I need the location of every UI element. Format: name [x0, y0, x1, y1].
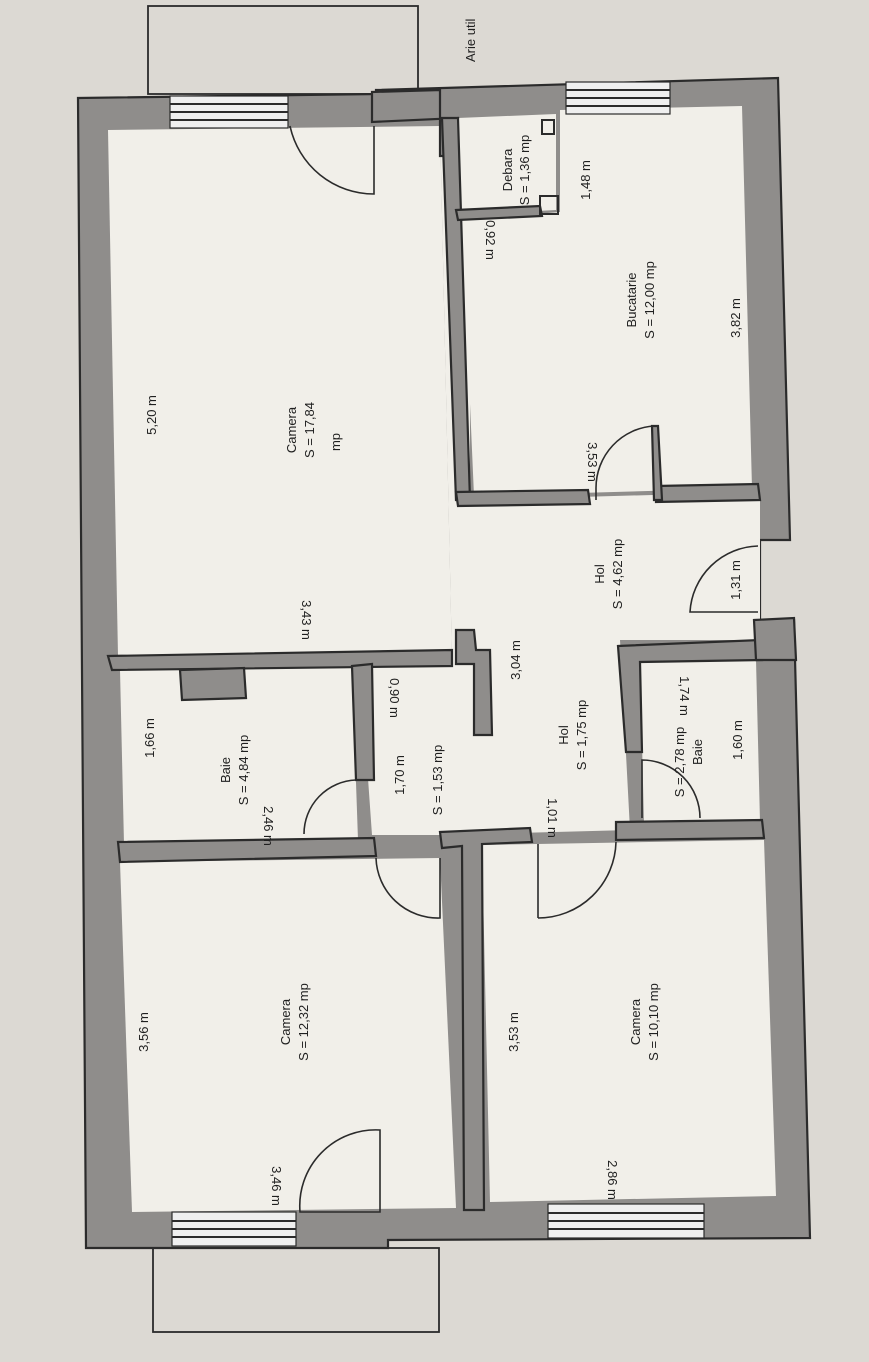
dim-3-82: 3,82 m — [728, 298, 743, 338]
dim-1-48: 1,48 m — [578, 160, 593, 200]
svg-text:Camera: Camera — [628, 998, 643, 1045]
door-entrance — [689, 545, 759, 613]
svg-text:S = 12,32 mp: S = 12,32 mp — [296, 983, 311, 1061]
svg-text:Debara: Debara — [500, 148, 515, 191]
dim-3-04: 3,04 m — [508, 640, 523, 680]
balcony-top — [147, 5, 419, 95]
doors — [289, 125, 759, 1213]
dim-1-66: 1,66 m — [142, 718, 157, 758]
wall-right-gap — [752, 616, 798, 662]
corner-text: Arie util — [463, 19, 478, 62]
wall-debara-bottom — [454, 204, 544, 222]
svg-text:Camera: Camera — [278, 998, 293, 1045]
svg-text:Camera: Camera — [284, 406, 299, 453]
door-balcony-bottom — [298, 1129, 381, 1213]
wall-baie1-right — [350, 662, 376, 782]
svg-text:Bucatarie: Bucatarie — [624, 273, 639, 328]
window-bottom-right — [547, 1203, 705, 1239]
dim-2-86: 2,86 m — [605, 1160, 620, 1200]
debara-fixture-top — [541, 119, 555, 135]
label-bucatarie: Bucatarie S = 12,00 mp — [624, 261, 657, 339]
dim-3-53-top: 3,53 m — [585, 442, 600, 482]
door-camera-2 — [375, 857, 441, 919]
door-camera-3 — [537, 841, 617, 919]
floor-camera-1 — [108, 126, 452, 660]
svg-text:S = 1,75 mp: S = 1,75 mp — [574, 700, 589, 770]
svg-text:S = 10,10 mp: S = 10,10 mp — [646, 983, 661, 1061]
floor-baie-2 — [640, 660, 760, 824]
wall-kitchen-right — [654, 482, 762, 504]
window-top-right — [565, 81, 671, 115]
svg-text:S = 17,84: S = 17,84 — [302, 402, 317, 458]
wall-baie-top-block — [178, 666, 248, 702]
svg-text:S = 12,00 mp: S = 12,00 mp — [642, 261, 657, 339]
dim-1-74: 1,74 m — [677, 676, 692, 716]
floor-debara — [458, 114, 556, 215]
svg-text:Hol: Hol — [556, 725, 571, 745]
svg-text:S = 1,53 mp: S = 1,53 mp — [430, 745, 445, 815]
dimension-labels: 5,20 m 3,43 m 0,92 m 1,48 m 3,82 m 3,53 … — [136, 160, 745, 1206]
dim-5-20: 5,20 m — [144, 395, 159, 435]
window-bottom-left — [171, 1211, 297, 1247]
wall-bottom-mid — [438, 826, 534, 1212]
svg-text:S = 1,36 mp: S = 1,36 mp — [517, 135, 532, 205]
floor-camera-2 — [120, 858, 456, 1212]
door-baie-2 — [641, 759, 701, 819]
debara-fixture-bottom — [539, 195, 559, 215]
svg-text:S = 4,62 mp: S = 4,62 mp — [610, 539, 625, 609]
windows — [169, 81, 705, 1247]
door-baie-1 — [303, 779, 357, 835]
label-camera-1: Camera S = 17,84 mp — [284, 402, 343, 458]
label-baie-1: Baie S = 4,84 mp — [218, 735, 251, 805]
svg-text:Baie: Baie — [690, 739, 705, 765]
label-hol-1: Hol S = 4,62 mp — [592, 539, 625, 609]
label-hol-3: S = 1,53 mp — [430, 745, 445, 815]
dim-3-53-bottom: 3,53 m — [506, 1012, 521, 1052]
wall-hall-stub — [454, 628, 494, 737]
wall-baie1-bottom — [116, 836, 378, 864]
label-debara: Debara S = 1,36 mp — [500, 135, 532, 205]
svg-text:Hol: Hol — [592, 564, 607, 584]
dim-1-60: 1,60 m — [730, 720, 745, 760]
svg-text:Baie: Baie — [218, 757, 233, 783]
door-balcony-top — [289, 125, 375, 195]
inner-walls — [106, 88, 798, 1212]
wall-kitchen-door-jamb — [650, 424, 664, 502]
floor-bucatarie — [462, 106, 752, 496]
dim-2-46: 2,46 m — [261, 806, 276, 846]
svg-text:S = 2,78 mp: S = 2,78 mp — [672, 727, 687, 797]
floor-baie-1 — [120, 668, 358, 844]
floor-camera-3 — [482, 840, 776, 1202]
label-camera-2: Camera S = 12,32 mp — [278, 983, 311, 1061]
svg-text:mp: mp — [328, 433, 343, 451]
dim-3-43: 3,43 m — [299, 600, 314, 640]
door-kitchen — [595, 425, 655, 489]
dim-1-31: 1,31 m — [728, 560, 743, 600]
window-top-left — [169, 95, 289, 129]
dim-1-70: 1,70 m — [392, 755, 407, 795]
dim-1-01: 1,01 m — [545, 798, 560, 838]
dim-3-56: 3,56 m — [136, 1012, 151, 1052]
label-hol-2: Hol S = 1,75 mp — [556, 700, 589, 770]
room-labels: Camera S = 17,84 mp Bucatarie S = 12,00 … — [218, 135, 705, 1061]
dim-3-46: 3,46 m — [269, 1166, 284, 1206]
dim-0-90: 0,90 m — [387, 678, 402, 718]
label-baie-2: S = 2,78 mp Baie — [672, 727, 705, 797]
wall-baie2-bottom — [614, 818, 766, 842]
svg-text:S = 4,84 mp: S = 4,84 mp — [236, 735, 251, 805]
wall-kitchen-bottom — [454, 488, 592, 508]
dim-0-92: 0,92 m — [483, 220, 498, 260]
label-camera-3: Camera S = 10,10 mp — [628, 983, 661, 1061]
